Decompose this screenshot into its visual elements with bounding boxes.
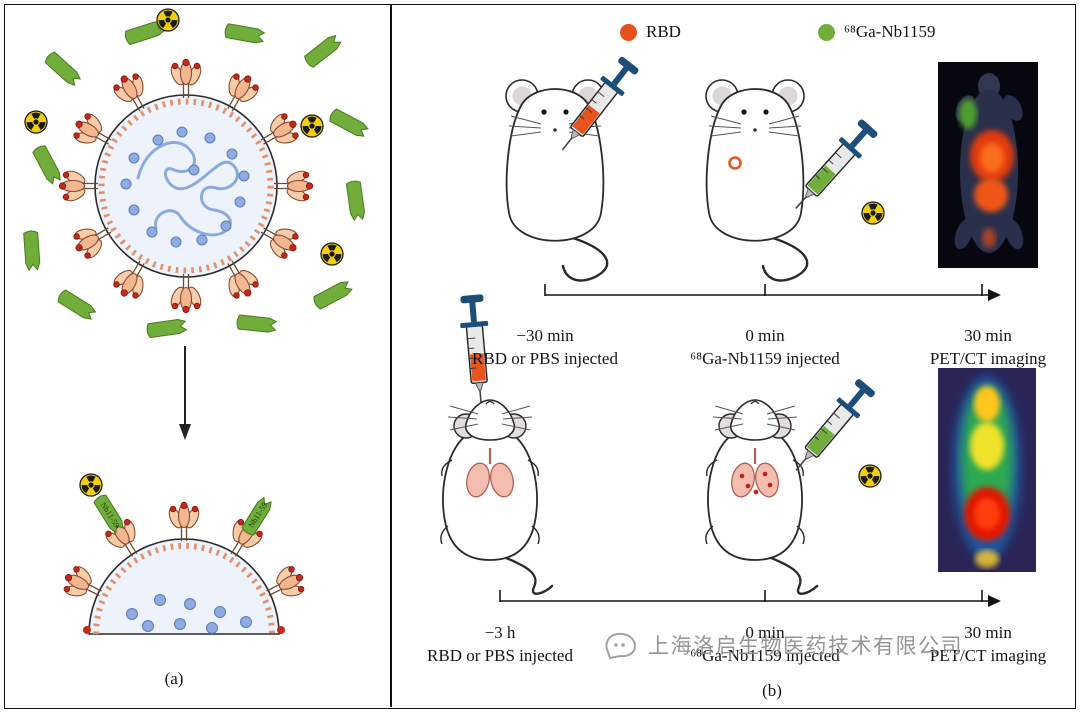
- membrane-fragment: [57, 501, 311, 635]
- down-arrow: [179, 346, 191, 440]
- panel-b-illustration: [439, 6, 1038, 607]
- panel-a-illustration: Nb11-59 Nb11-59: [23, 8, 370, 635]
- infected-lung-dots: [739, 471, 773, 495]
- legend-label-ga: ⁶⁸Ga-Nb1159: [844, 22, 936, 41]
- pet-ct-image-1: [938, 62, 1038, 268]
- mouse-supine-infected: [704, 398, 819, 595]
- timeline1-time-1: 0 min: [745, 326, 785, 345]
- viral-rna: [136, 141, 239, 237]
- legend-label-rbd: RBD: [646, 22, 681, 41]
- panel-a-label: (a): [164, 669, 184, 688]
- timeline2-event-0: RBD or PBS injected: [427, 646, 573, 665]
- timeline2-time-2: 30 min: [964, 623, 1012, 642]
- panel-b-label: (b): [762, 681, 782, 700]
- rbd-dot-icon: [620, 23, 637, 41]
- watermark-logo: [605, 632, 637, 660]
- panel-divider: [390, 5, 392, 707]
- virus-particle: [58, 58, 314, 314]
- timeline1-event-2: PET/CT imaging: [929, 349, 1047, 368]
- mouse-supine-rbd: [439, 398, 554, 595]
- radioactive-icon: [24, 110, 48, 134]
- mouse-tracer-injection: [704, 78, 809, 282]
- timeline1-event-1: ⁶⁸Ga-Nb1159 injected: [690, 349, 840, 368]
- pet-ct-image-2: [938, 368, 1036, 572]
- timeline1-event-0: RBD or PBS injected: [472, 349, 618, 368]
- timeline-2: [499, 590, 1001, 607]
- timeline-1: [544, 284, 1001, 301]
- timeline2-time-1: 0 min: [745, 623, 785, 642]
- watermark-text: 上海洛启生物医药技术有限公司: [648, 635, 963, 658]
- radioactive-icon: [858, 464, 882, 488]
- timeline1-time-2: 30 min: [964, 326, 1012, 345]
- timeline2-event-2: PET/CT imaging: [929, 646, 1047, 665]
- ga-nb1159-dot-icon: [818, 23, 835, 41]
- bound-nanobody-left: Nb11-59: [79, 473, 126, 535]
- watermark: 上海洛启生物医药技术有限公司: [602, 630, 963, 660]
- timeline2-event-1: ⁶⁸Ga-Nb1159 injected: [690, 646, 840, 665]
- bound-nanobody-right: Nb11-59: [240, 495, 274, 538]
- timeline2-time-0: −3 h: [484, 623, 516, 642]
- radioactive-icon: [300, 114, 324, 138]
- injection-site: [728, 156, 742, 170]
- membrane-marks: [98, 98, 274, 274]
- radioactive-icon: [79, 473, 103, 497]
- timeline1-time-0: −30 min: [516, 326, 574, 345]
- nucleic-dots: [126, 594, 252, 634]
- radioactive-icon: [156, 8, 180, 32]
- legend-item-rbd: RBD: [620, 22, 681, 42]
- nucleic-dots: [120, 126, 250, 248]
- radioactive-icon: [861, 201, 885, 225]
- radioactive-icon: [320, 242, 344, 266]
- legend-item-ga: ⁶⁸Ga-Nb1159: [818, 22, 935, 42]
